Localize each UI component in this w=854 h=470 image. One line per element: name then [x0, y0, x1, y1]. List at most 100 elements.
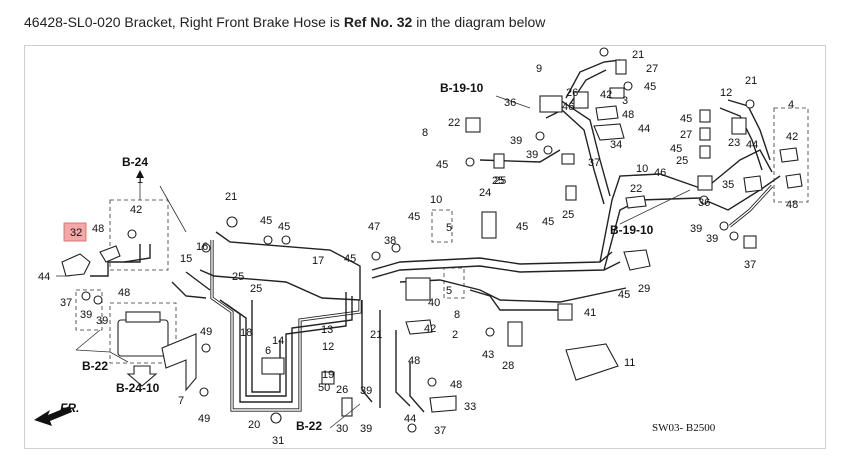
joint-36 [539, 95, 563, 113]
callout-39-c: 39 [360, 385, 372, 397]
bracket-41 [557, 303, 573, 321]
callout-49: 49 [200, 326, 212, 338]
section-b2410: B-24-10 [116, 381, 160, 395]
callout-8: 8 [454, 309, 460, 321]
callout-1: 1 [137, 174, 143, 186]
pipe-f [199, 269, 361, 301]
callout-48-b: 48 [118, 287, 130, 299]
callout-26: 26 [336, 384, 348, 396]
clip-48 [99, 245, 121, 263]
callout-3: 3 [622, 95, 628, 107]
callout-28: 28 [502, 360, 514, 372]
hose-right-b [699, 175, 781, 211]
callout-25-e: 25 [676, 155, 688, 167]
caption-suffix: in the diagram below [416, 14, 546, 30]
callout-45-h: 45 [436, 159, 448, 171]
right-dashed-box [773, 107, 809, 203]
callout-40: 40 [428, 297, 440, 309]
callout-39: 39 [80, 309, 92, 321]
drawing-code: SW03- B2500 [652, 422, 716, 434]
bolt-21-top [599, 47, 609, 57]
leader-b24 [159, 185, 187, 233]
section-labels: B-19-10 B-24 B-19-10 B-22 B-24-10 B-22 F… [60, 81, 716, 434]
callout-43: 43 [482, 349, 494, 361]
callout-25-top: 25 [494, 175, 506, 187]
bolt-39-top-b [543, 145, 553, 155]
callout-12-b: 12 [720, 87, 732, 99]
bolt-45-right [699, 109, 711, 123]
callout-45-b: 45 [278, 221, 290, 233]
callout-6: 6 [265, 345, 271, 357]
joint-50 [321, 371, 335, 385]
callout-42-c: 42 [424, 323, 436, 335]
pipe-e [215, 231, 361, 300]
left-bracket-group [56, 199, 169, 305]
callout-46-b: 46 [654, 167, 666, 179]
callout-22: 22 [448, 117, 460, 129]
top-center-group [465, 47, 633, 167]
callout-21-b: 21 [370, 329, 382, 341]
pipe-c [225, 292, 347, 397]
callout-46: 46 [562, 101, 574, 113]
callout-30: 30 [336, 423, 348, 435]
callout-15: 15 [180, 253, 192, 265]
callout-42: 42 [130, 204, 142, 216]
callout-45: 45 [260, 215, 272, 227]
pipe-n [371, 261, 621, 279]
abs-bracket-7 [161, 333, 197, 392]
callout-21-c: 21 [745, 75, 757, 87]
abs-modulator-group [75, 289, 197, 392]
bracket-29 [623, 249, 651, 271]
callout-20: 20 [248, 419, 260, 431]
bracket-40 [405, 277, 431, 301]
leader-b1910-top [495, 95, 531, 109]
callout-37-top: 37 [588, 157, 600, 169]
center-pipes [371, 59, 701, 433]
joint-35 [743, 175, 763, 193]
callout-34: 34 [610, 139, 622, 151]
pipe-i [361, 300, 373, 403]
clip-42-right [779, 147, 799, 163]
callout-48-e: 48 [786, 199, 798, 211]
bracket-dashed-39 [75, 289, 103, 331]
bolt-21-a [226, 216, 238, 228]
caption-part-text: 46428-SL0-020 Bracket, Right Front Brake… [24, 14, 340, 30]
b24-dashed-box [109, 199, 169, 271]
callout-45-top: 45 [644, 81, 656, 93]
abs-modulator-top [125, 311, 161, 323]
callout-2: 2 [452, 329, 458, 341]
bolt-38 [391, 243, 401, 253]
clip-3 [609, 87, 625, 99]
callout-31: 31 [272, 435, 284, 447]
callout-25: 25 [232, 271, 244, 283]
callout-4: 4 [788, 99, 794, 111]
bolt-45-right-b [699, 145, 711, 159]
pipe-bundle-a-inner [211, 240, 361, 411]
callout-48-top: 48 [622, 109, 634, 121]
pipe-o [399, 279, 627, 303]
clip-25-a [493, 153, 505, 169]
callout-38: 38 [384, 235, 396, 247]
pipe-q [599, 173, 701, 263]
bolt-45-top [623, 81, 633, 91]
callout-32: 32 [70, 227, 82, 239]
bolt-27-right [699, 127, 711, 141]
section-arrows [34, 95, 691, 429]
bolt-45-left [465, 157, 475, 167]
bolt-36-right [699, 195, 709, 205]
front-arrow-label: FR. [60, 401, 79, 415]
callout-17: 17 [312, 255, 324, 267]
main-pipe-bundle [171, 216, 425, 424]
callout-25-b: 25 [250, 283, 262, 295]
pipe-p [469, 289, 560, 311]
right-group [625, 99, 809, 249]
callout-23: 23 [728, 137, 740, 149]
callout-44-c: 44 [746, 139, 758, 151]
callout-50: 50 [318, 382, 330, 394]
dashed-box-5b [443, 267, 465, 299]
callout-39-e: 39 [510, 135, 522, 147]
section-b24: B-24 [122, 155, 148, 169]
pipe-g [171, 281, 207, 299]
caption: 46428-SL0-020 Bracket, Right Front Brake… [24, 14, 545, 30]
section-b22-bottom: B-22 [296, 419, 322, 433]
